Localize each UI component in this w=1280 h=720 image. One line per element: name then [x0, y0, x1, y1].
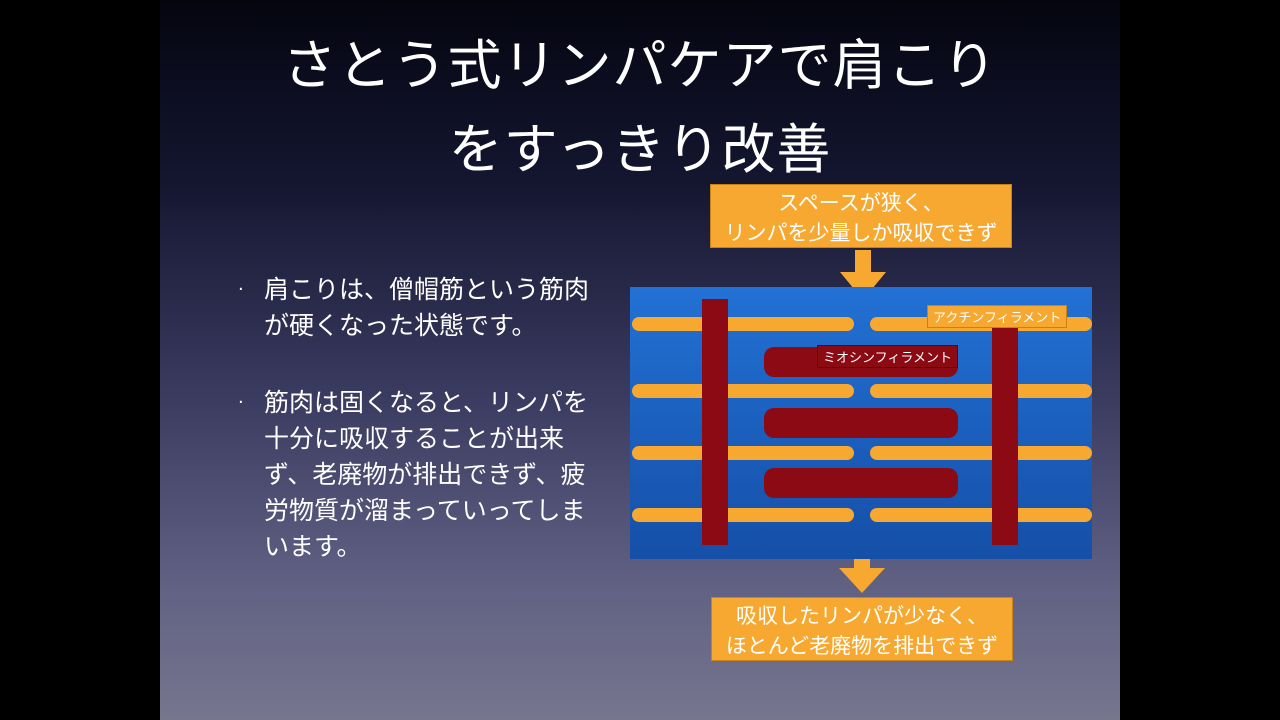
muscle-fiber-diagram — [630, 287, 1092, 559]
callout-bottom: 吸収したリンパが少なく、 ほとんど老廃物を排出できず — [711, 597, 1013, 661]
slide: さとう式リンパケアで肩こり をすっきり改善 · 肩こりは、僧帽筋という筋肉が硬く… — [160, 0, 1120, 720]
actin-filament — [870, 384, 1092, 398]
z-line — [992, 325, 1018, 545]
callout-bottom-line1: 吸収したリンパが少なく、 — [736, 604, 988, 628]
bullet-text: 肩こりは、僧帽筋という筋肉が硬くなった状態です。 — [264, 275, 590, 340]
callout-top-line1: スペースが狭く、 — [778, 191, 944, 215]
actin-filament — [870, 508, 1092, 522]
slide-title-line1: さとう式リンパケアで肩こり — [282, 34, 998, 97]
actin-filament-label: アクチンフィラメント — [927, 305, 1068, 328]
actin-filament — [632, 446, 854, 460]
bullet-marker: · — [238, 392, 244, 413]
callout-top: スペースが狭く、 リンパを少量しか吸収できず — [710, 184, 1012, 248]
down-arrow-top-icon — [840, 250, 886, 300]
actin-filament — [632, 317, 854, 331]
myosin-filament — [764, 468, 958, 498]
callout-bottom-line2: ほとんど老廃物を排出できず — [725, 634, 999, 658]
myosin-filament — [764, 408, 958, 438]
bullet-text: 筋肉は固くなると、リンパを十分に吸収することが出来ず、老廃物が排出できず、疲労物… — [264, 388, 589, 561]
myosin-filament-label: ミオシンフィラメント — [817, 345, 958, 368]
actin-filament — [632, 384, 854, 398]
bullet-marker: · — [238, 279, 244, 300]
actin-filament — [632, 508, 854, 522]
callout-top-line2: リンパを少量しか吸収できず — [724, 221, 998, 245]
actin-filament — [870, 446, 1092, 460]
z-line — [702, 299, 728, 545]
slide-title-line2: をすっきり改善 — [448, 118, 832, 181]
